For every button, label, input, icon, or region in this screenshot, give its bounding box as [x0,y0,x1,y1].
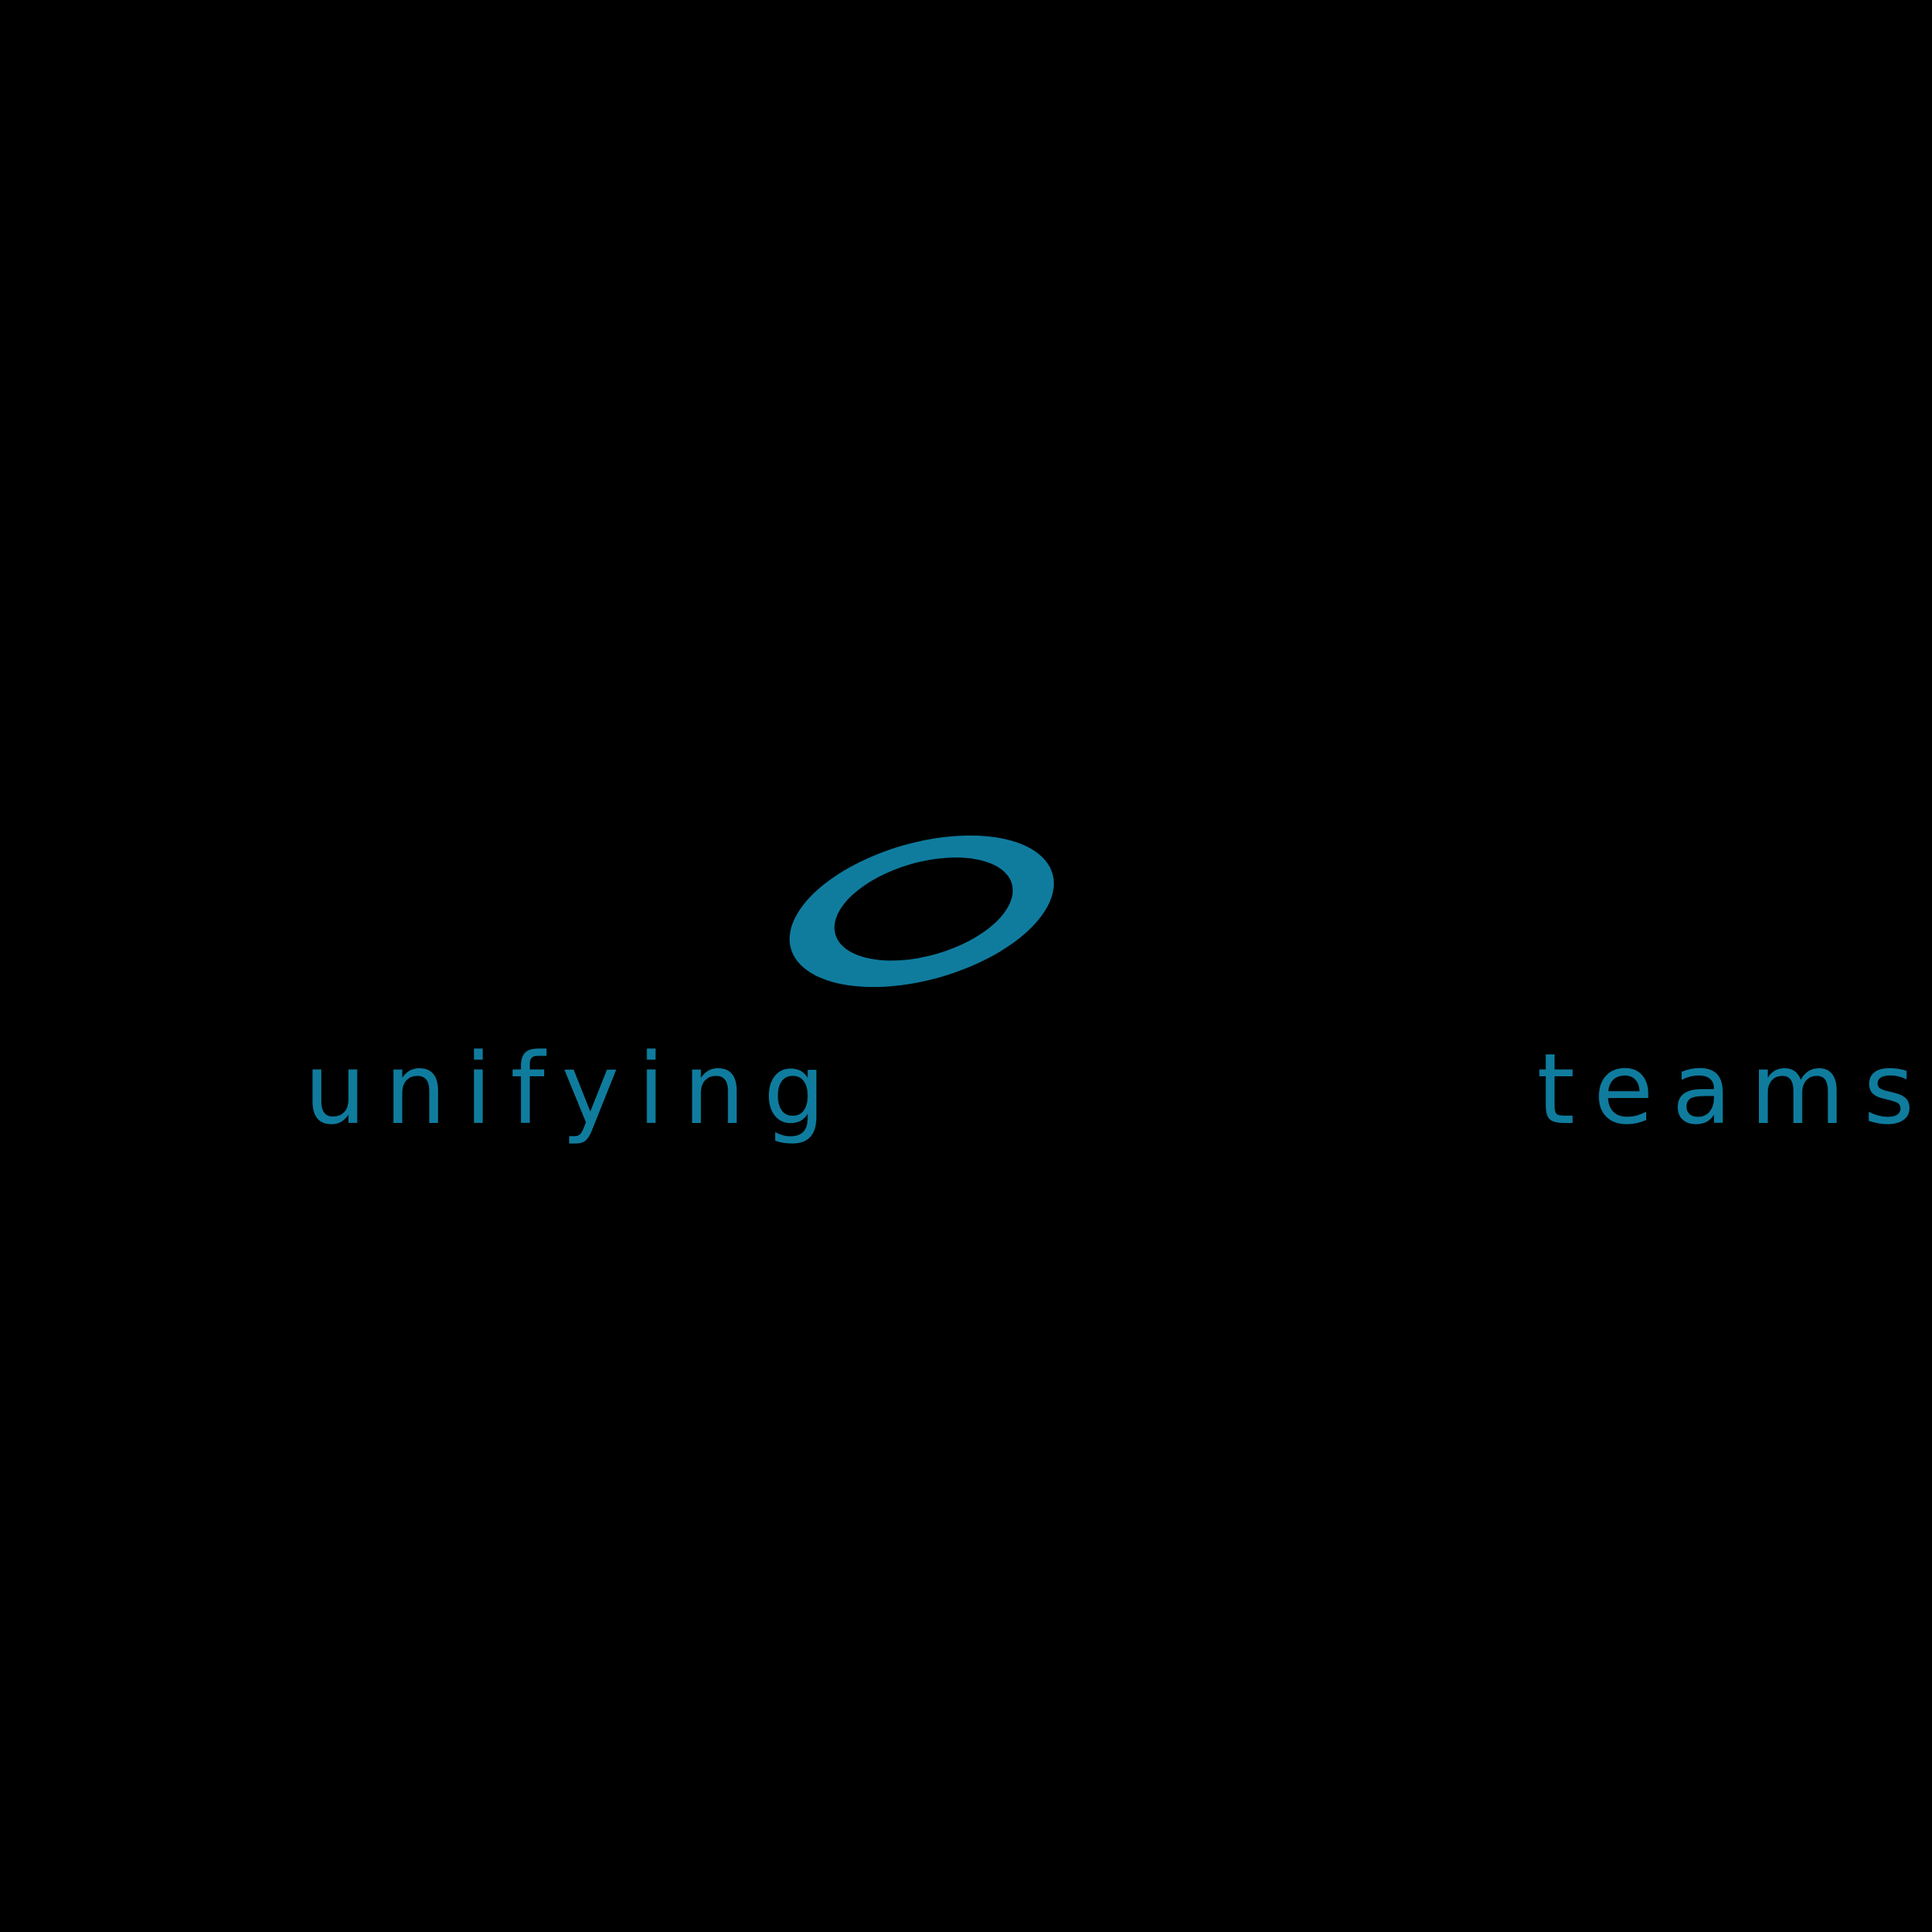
ellipse-ring-hole [834,857,1013,961]
tagline-word-teams: teams [1537,1033,1932,1146]
tagline-word-unifying: unifying [304,1033,844,1146]
